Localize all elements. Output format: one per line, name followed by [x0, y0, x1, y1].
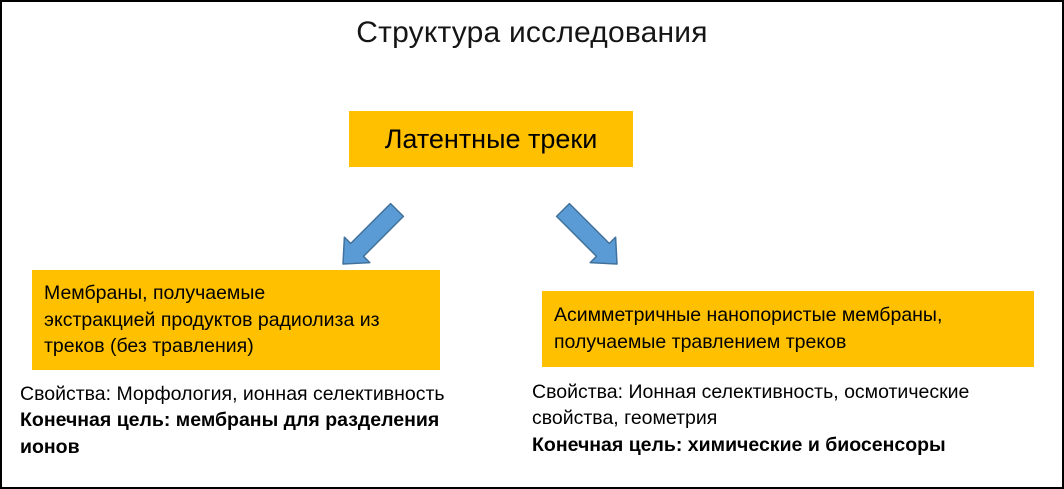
left-branch-label: Мембраны, получаемые экстракцией продукт…	[44, 281, 380, 358]
left-properties-text: Свойства: Морфология, ионная селективнос…	[20, 383, 445, 405]
right-goal-text: Конечная цель: химические и биосенсоры	[532, 433, 946, 456]
left-branch-box: Мембраны, получаемые экстракцией продукт…	[32, 270, 440, 370]
root-node-latent-tracks: Латентные треки	[349, 111, 633, 167]
slide-title: Структура исследования	[356, 16, 708, 49]
left-branch-notes: Свойства: Морфология, ионная селективнос…	[20, 381, 472, 460]
arrow-down-left-icon	[342, 202, 405, 265]
right-properties-text: Свойства: Ионная селективность, осмотиче…	[532, 381, 970, 430]
right-branch-label: Асимметричные нанопористые мембраны, пол…	[554, 304, 943, 353]
right-branch-box: Асимметричные нанопористые мембраны, пол…	[542, 291, 1034, 367]
root-node-label: Латентные треки	[384, 123, 598, 154]
right-branch-notes: Свойства: Ионная селективность, осмотиче…	[532, 379, 1037, 458]
arrow-down-right-icon	[555, 202, 618, 265]
left-goal-text: Конечная цель: мембраны для разделения и…	[20, 409, 440, 458]
